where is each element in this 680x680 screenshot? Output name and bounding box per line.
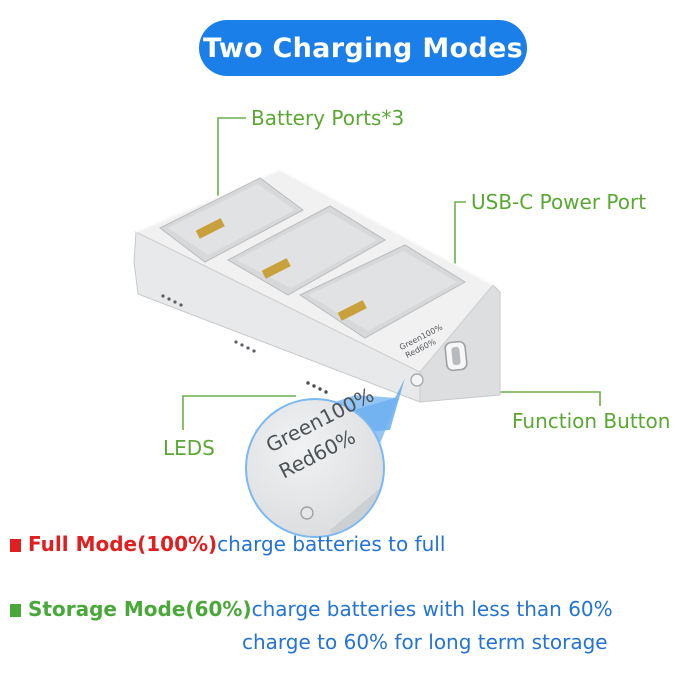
storage-mode-description-2: charge to 60% for long term storage [242, 630, 608, 654]
storage-mode-row: Storage Mode(60%)charge batteries with l… [10, 597, 613, 621]
full-mode-row: Full Mode(100%)charge batteries to full [10, 532, 445, 556]
function-button [410, 373, 424, 387]
led-indicators [306, 381, 328, 394]
battery-slot-3 [298, 244, 466, 339]
callout-line-battery-ports [217, 117, 246, 205]
full-mode-label: Full Mode(100%) [28, 532, 218, 556]
callout-battery-ports: Battery Ports*3 [251, 106, 405, 130]
usb-c-port [444, 340, 468, 372]
title-banner: Two Charging Modes [199, 20, 527, 76]
storage-mode-marker [10, 604, 21, 617]
vent-dots [161, 294, 256, 353]
callout-usb-c-port: USB-C Power Port [471, 190, 647, 214]
full-mode-marker [10, 539, 21, 552]
storage-mode-description-1: charge batteries with less than 60% [251, 597, 613, 621]
callout-leds: LEDS [163, 436, 215, 460]
battery-slot-1 [159, 177, 304, 263]
callout-line-leds [182, 395, 296, 430]
callout-function-button: Function Button [512, 409, 671, 433]
storage-mode-label: Storage Mode(60%) [28, 597, 252, 621]
title-text: Two Charging Modes [203, 32, 523, 64]
full-mode-description: charge batteries to full [217, 532, 446, 556]
charging-hub [133, 168, 501, 403]
battery-slot-2 [226, 205, 386, 296]
